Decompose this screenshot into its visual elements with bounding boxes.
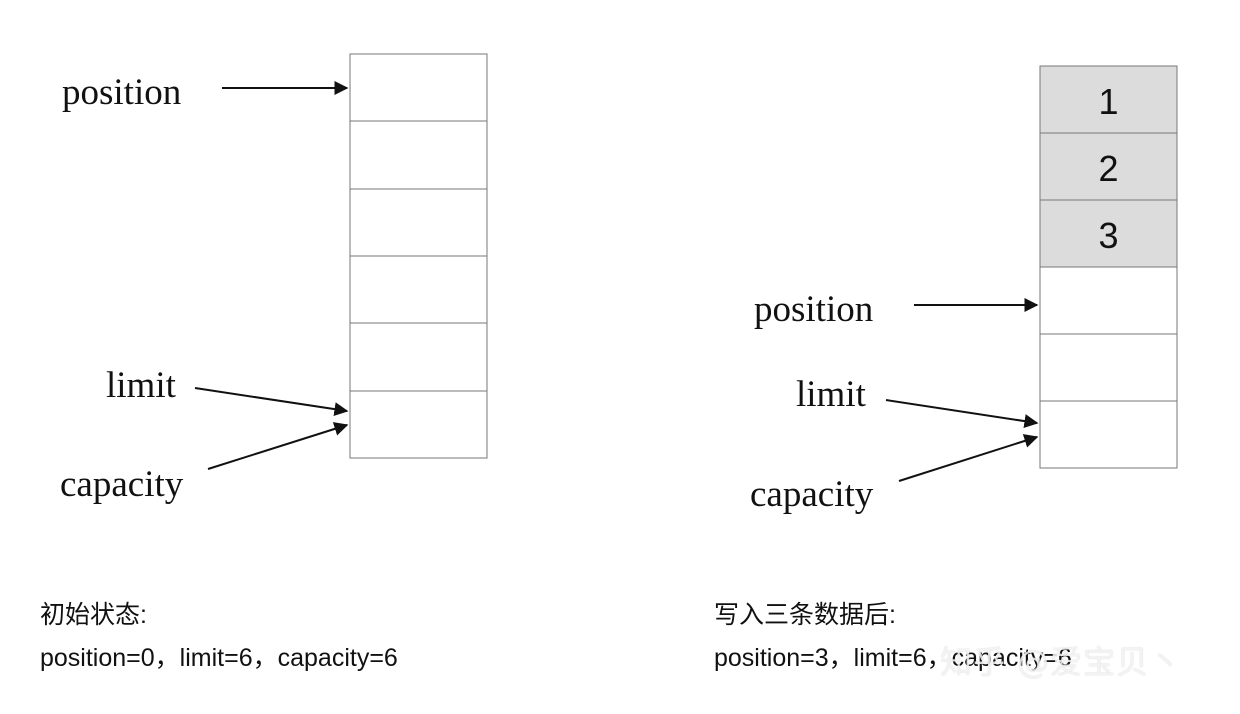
right-limit-label: limit	[796, 374, 867, 415]
right-buffer: 1 2 3	[1039, 65, 1178, 469]
left-cell-3	[349, 255, 488, 324]
right-cell-2-value: 3	[1098, 215, 1118, 256]
left-capacity-arrow	[207, 422, 349, 470]
right-caption-values: position=3，limit=6，capacity=6	[714, 644, 1072, 672]
left-caption-title: 初始状态:	[40, 601, 147, 629]
left-position-label: position	[62, 72, 181, 113]
left-cell-4	[349, 322, 488, 392]
right-cell-1: 2	[1039, 132, 1178, 201]
right-cell-3	[1039, 266, 1178, 335]
left-cell-5	[349, 390, 488, 459]
right-cell-0-value: 1	[1098, 81, 1118, 122]
left-limit-arrow	[194, 387, 349, 417]
watermark: 知乎 @爱宝贝丶	[940, 643, 1183, 681]
right-cell-1-value: 2	[1098, 148, 1118, 189]
left-cell-1	[349, 120, 488, 190]
right-limit-arrow	[885, 399, 1039, 429]
right-cell-2: 3	[1039, 199, 1178, 268]
right-cell-4	[1039, 333, 1178, 402]
right-caption-title: 写入三条数据后:	[714, 601, 896, 629]
left-caption-values: position=0，limit=6，capacity=6	[40, 644, 398, 672]
left-buffer	[349, 53, 488, 459]
right-capacity-arrow	[898, 434, 1039, 482]
right-cell-5	[1039, 400, 1178, 469]
left-limit-label: limit	[106, 365, 177, 406]
right-cell-0: 1	[1039, 65, 1178, 134]
left-capacity-label: capacity	[60, 464, 184, 505]
right-position-label: position	[754, 289, 873, 330]
left-cell-2	[349, 188, 488, 257]
right-capacity-label: capacity	[750, 474, 874, 515]
left-cell-0	[349, 53, 488, 122]
